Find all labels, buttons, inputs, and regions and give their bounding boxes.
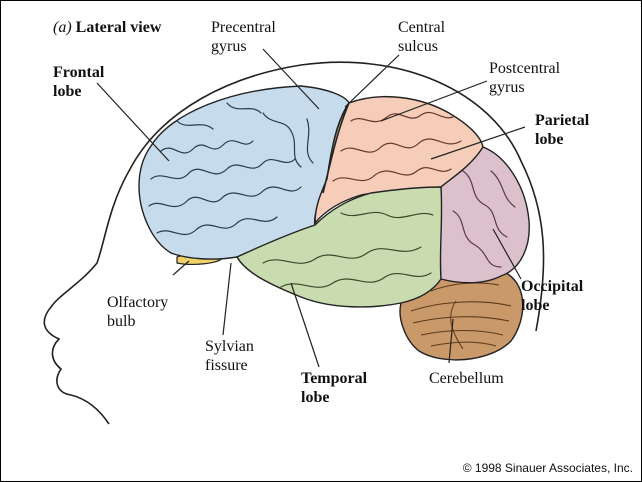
label-precentral-line2: gyrus — [211, 38, 247, 55]
label-cerebellum-line1: Cerebellum — [429, 370, 504, 387]
label-sylvian-fissure: Sylvian fissure — [205, 337, 254, 375]
panel-letter: (a) — [53, 19, 72, 36]
frontal-gyri — [148, 102, 314, 236]
label-frontal-lobe: Frontal lobe — [53, 63, 104, 101]
label-central-line1: Central — [398, 19, 446, 36]
label-frontal-line1: Frontal — [53, 64, 105, 81]
label-temporal-line2: lobe — [301, 389, 330, 406]
leader-lines — [96, 48, 526, 368]
label-central-sulcus: Central sulcus — [398, 18, 445, 56]
panel-title: (a) Lateral view — [53, 18, 161, 37]
label-temporal-lobe: Temporal lobe — [301, 369, 367, 407]
label-olfactory-bulb: Olfactory bulb — [107, 293, 168, 331]
label-frontal-line2: lobe — [53, 83, 82, 100]
label-sylvian-line1: Sylvian — [205, 338, 254, 355]
label-postcentral-line1: Postcentral — [489, 60, 561, 77]
label-postcentral-gyrus: Postcentral gyrus — [489, 59, 560, 97]
copyright-notice: © 1998 Sinauer Associates, Inc. — [462, 461, 633, 475]
label-precentral-gyrus: Precentral gyrus — [211, 18, 276, 56]
label-occipital-line1: Occipital — [521, 278, 584, 295]
label-olfactory-line2: bulb — [107, 313, 136, 330]
label-precentral-line1: Precentral — [211, 19, 276, 36]
label-parietal-line2: lobe — [535, 131, 564, 148]
panel-title-text: Lateral view — [75, 19, 162, 36]
occipital-gyri — [452, 170, 516, 268]
head-silhouette — [43, 61, 545, 425]
label-postcentral-line2: gyrus — [489, 79, 525, 96]
label-olfactory-line1: Olfactory — [107, 294, 169, 311]
label-occipital-line2: lobe — [521, 297, 550, 314]
parietal-gyri — [332, 111, 462, 182]
label-parietal-lobe: Parietal lobe — [535, 111, 589, 149]
cerebellum-region — [399, 268, 524, 361]
label-cerebellum: Cerebellum — [429, 369, 504, 388]
label-occipital-lobe: Occipital lobe — [521, 277, 583, 315]
label-parietal-line1: Parietal — [535, 112, 590, 129]
label-central-line2: sulcus — [398, 38, 438, 55]
label-temporal-line1: Temporal — [301, 370, 368, 387]
label-sylvian-line2: fissure — [205, 357, 248, 374]
temporal-gyri — [262, 211, 434, 288]
